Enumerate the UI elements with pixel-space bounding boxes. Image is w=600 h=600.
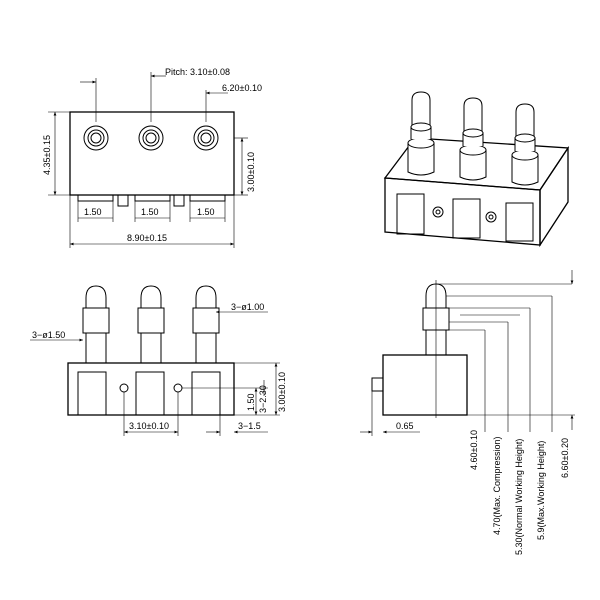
top-height-435-label: 4.35±0.15 [42,135,52,175]
front-body-h-label: 3.00±0.10 [277,372,287,412]
top-hole-left [83,125,109,151]
top-feet [77,194,226,207]
front-pin-middle [137,285,165,364]
top-hole-middle [138,125,164,151]
top-gap-left-label: 1.50 [84,207,102,217]
front-boss-dia-label: 3−2.30 [258,385,268,413]
side-h5-label: 6.60±0.20 [560,438,570,478]
front-barrel-dia-label: 3−ø1.50 [32,330,65,340]
top-width-620-label: 6.20±0.10 [222,83,262,93]
front-slot-h-label: 1.50 [246,393,256,411]
isometric-view [383,91,570,248]
top-total-width-label: 8.90±0.15 [127,233,167,243]
side-h3-label: 5.30(Normal Working Height) [514,439,524,555]
front-view: 3−ø1.00 3−ø1.50 1.50 3−2.30 3.00±0.10 3.… [30,285,287,436]
side-h4-label: 5.9(Max.Working Height) [536,441,546,540]
top-gap-mid-label: 1.50 [141,207,159,217]
side-h2-label: 4.70(Max. Compression) [492,436,502,535]
top-height-300-label: 3.00±0.10 [246,152,256,192]
front-pin-right [192,285,220,364]
side-h1-label: 4.60±0.10 [469,430,479,470]
front-body [67,362,235,416]
iso-pin-left [407,91,435,176]
side-view: 0.65 4.60±0.10 4.70(Max. Compression) 5.… [360,270,575,555]
front-tip-dia-label: 3−ø1.00 [231,302,264,312]
front-boss-gap-label: 3−1.5 [238,421,261,431]
top-body-outline [69,111,235,196]
side-offset-label: 0.65 [396,421,414,431]
side-body [382,354,468,416]
top-view: Pitch: 3.10±0.08 6.20±0.10 4.35±0.15 3.0… [42,67,262,248]
top-pitch-label: Pitch: 3.10±0.08 [165,67,230,77]
iso-pin-middle [459,97,487,181]
iso-pin-right [511,103,539,186]
front-pin-left [82,285,110,364]
front-pitch-label: 3.10±0.10 [129,421,169,431]
top-hole-right [193,125,219,151]
top-gap-right-label: 1.50 [197,207,215,217]
